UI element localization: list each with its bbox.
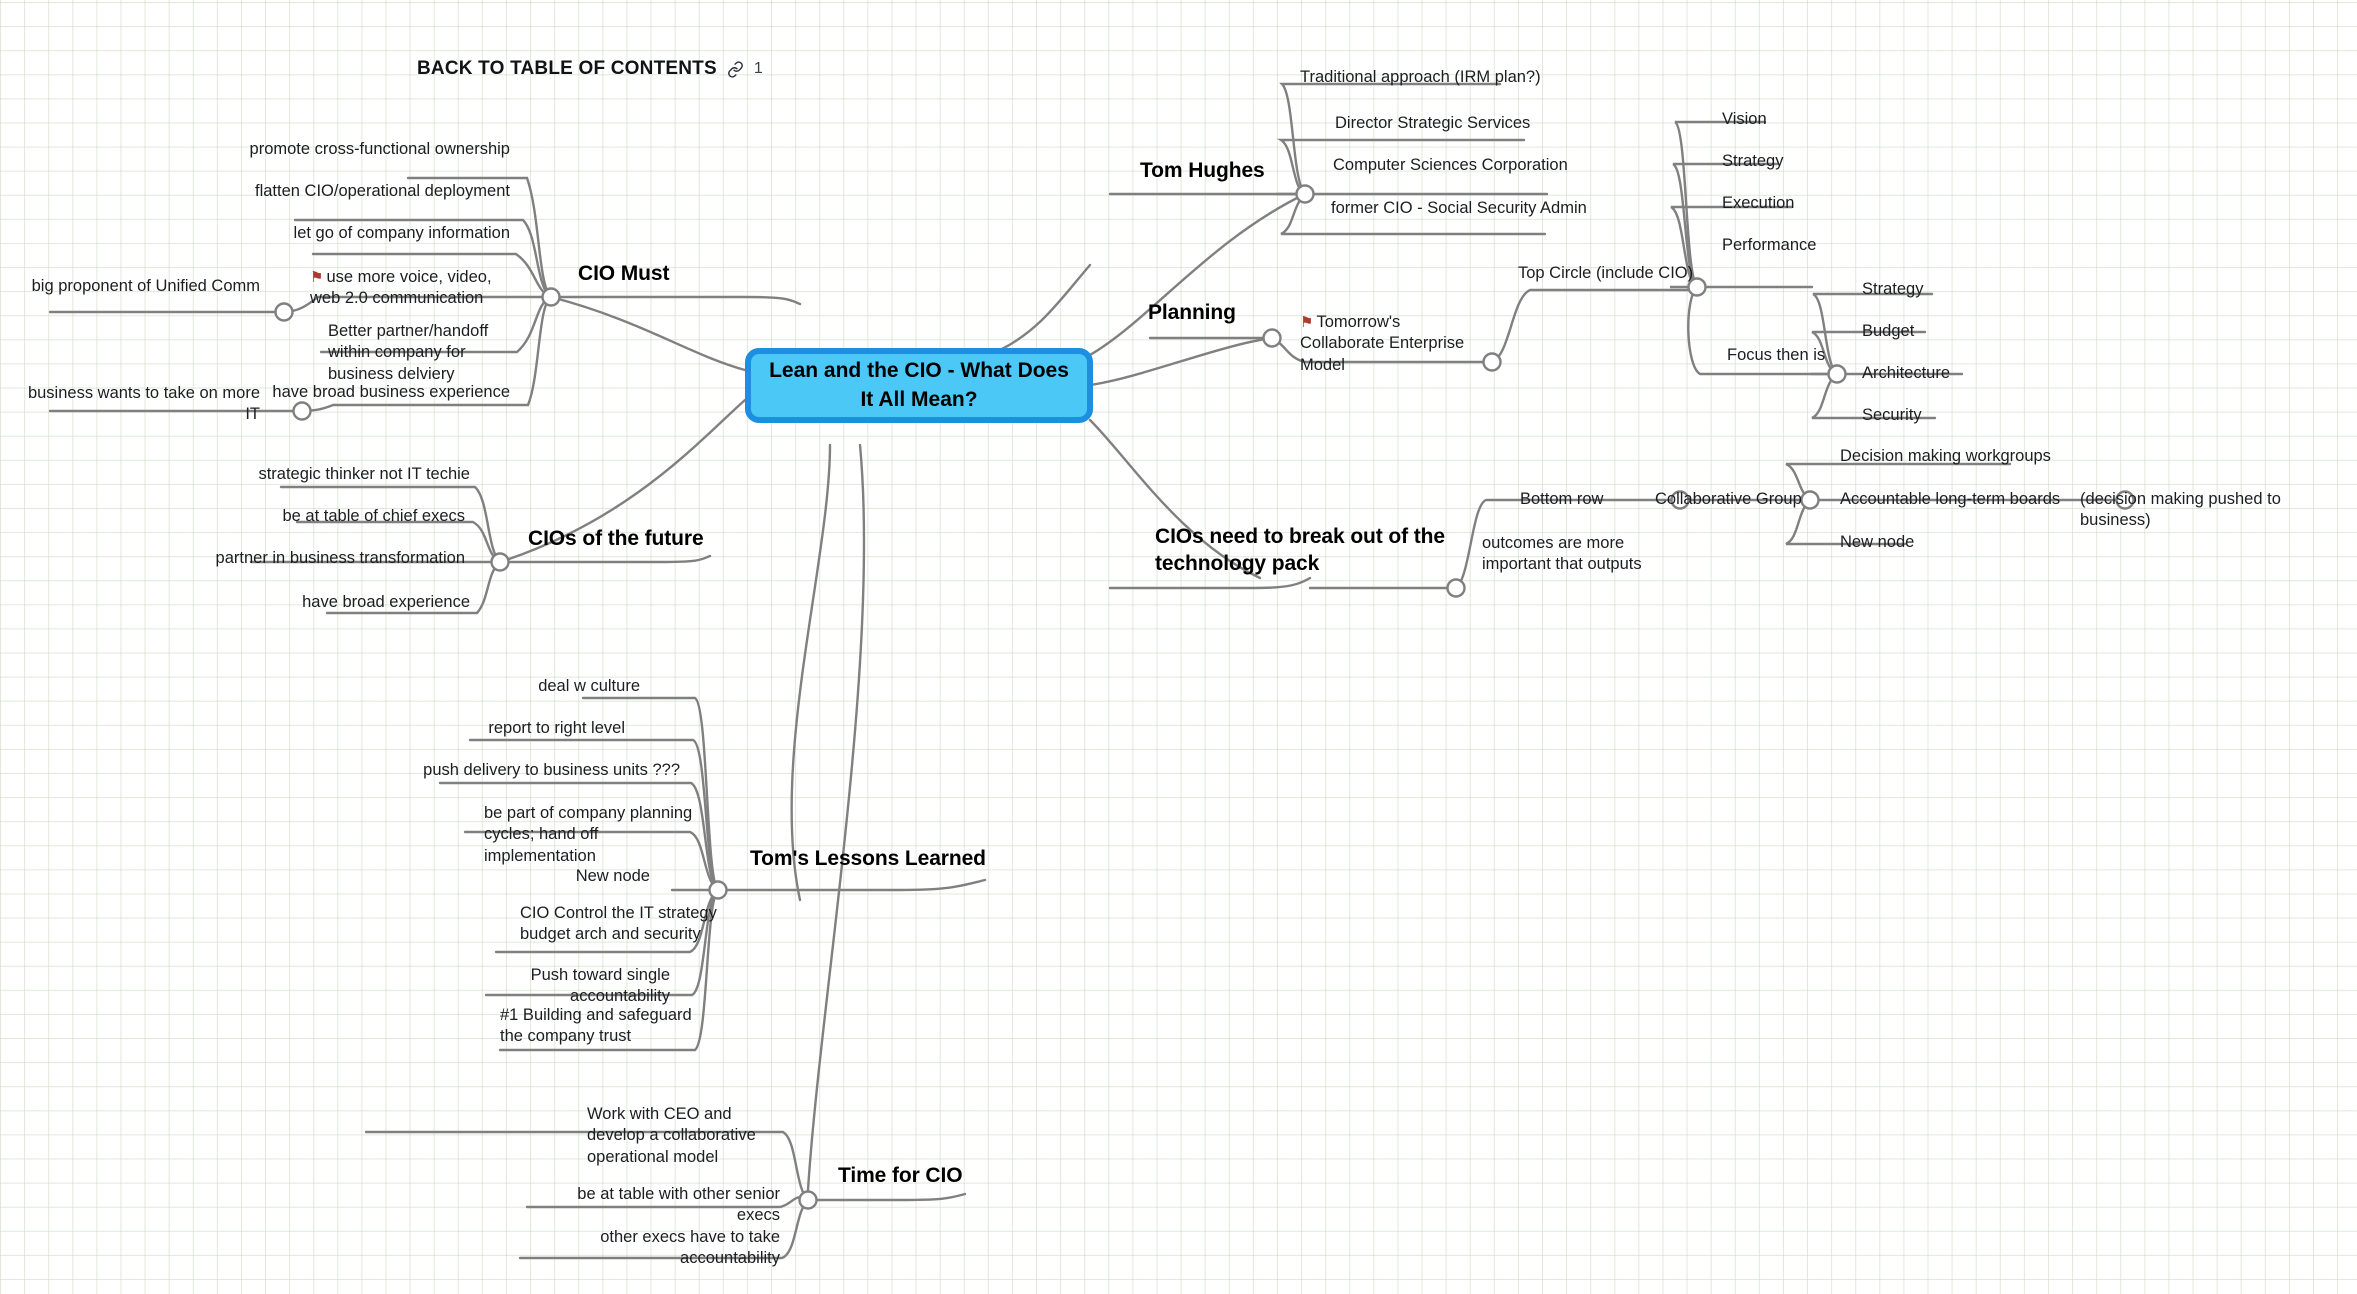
node-focus-architecture[interactable]: Architecture	[1862, 364, 1951, 382]
node-flatten-cio-operational-deployment[interactable]: flatten CIO/operational deployment	[255, 182, 510, 200]
node-deal-w-culture[interactable]: deal w culture	[538, 677, 640, 695]
junction-lessons	[708, 880, 728, 900]
junction-cios-future	[490, 552, 510, 572]
node-performance[interactable]: Performance	[1722, 236, 1817, 254]
node-work-with-ceo-collaborative-model[interactable]: Work with CEO and develop a collaborativ…	[587, 1105, 756, 1166]
node-collaborative-group[interactable]: Collaborative Group	[1655, 490, 1802, 508]
red-flag-icon: ⚑	[310, 269, 324, 286]
branch-time-for-cio[interactable]: Time for CIO	[838, 1164, 963, 1187]
node-strategic-thinker-not-it-techie[interactable]: strategic thinker not IT techie	[258, 465, 470, 483]
node-director-strategic-services[interactable]: Director Strategic Services	[1335, 114, 1531, 132]
node-new-node-lessons[interactable]: New node	[575, 867, 650, 885]
junction-time-for-cio	[798, 1190, 818, 1210]
branch-planning[interactable]: Planning	[1148, 301, 1236, 324]
junction-unified-comm	[274, 302, 294, 322]
link-icon[interactable]	[727, 60, 744, 78]
junction-breakout	[1446, 578, 1466, 598]
node-focus-budget[interactable]: Budget	[1862, 322, 1915, 340]
junction-more-it	[292, 401, 312, 421]
branch-tom-hughes[interactable]: Tom Hughes	[1140, 159, 1265, 182]
back-to-toc-count: 1	[753, 60, 763, 77]
node-building-safeguard-company-trust[interactable]: #1 Building and safeguard the company tr…	[500, 1006, 692, 1046]
node-top-circle-include-cio[interactable]: Top Circle (include CIO)	[1518, 264, 1694, 282]
node-report-to-right-level[interactable]: report to right level	[488, 719, 625, 737]
node-be-at-table-of-chief-execs[interactable]: be at table of chief execs	[282, 507, 465, 525]
node-focus-strategy[interactable]: Strategy	[1862, 280, 1924, 298]
node-have-broad-experience[interactable]: have broad experience	[302, 593, 470, 611]
node-former-cio-social-security[interactable]: former CIO - Social Security Admin	[1331, 199, 1587, 217]
node-decision-making-pushed-to-business[interactable]: (decision making pushed to business)	[2080, 490, 2281, 530]
node-focus-security[interactable]: Security	[1862, 406, 1922, 424]
node-decision-making-workgroups[interactable]: Decision making workgroups	[1840, 447, 2051, 465]
node-accountable-long-term-boards[interactable]: Accountable long-term boards	[1840, 490, 2061, 508]
node-strategy-top[interactable]: Strategy	[1722, 152, 1784, 170]
node-execution[interactable]: Execution	[1722, 194, 1795, 212]
node-be-part-of-company-planning-cycles[interactable]: be part of company planning cycles; hand…	[484, 804, 693, 865]
node-better-partner-handoff[interactable]: Better partner/handoff within company fo…	[328, 322, 489, 383]
node-label: use more voice, video, web 2.0 communica…	[310, 268, 492, 308]
branch-cios-break-out[interactable]: CIOs need to break out of the technology…	[1155, 525, 1445, 576]
node-tomorrows-collaborate-enterprise-model[interactable]: ⚑Tomorrow's Collaborate Enterprise Model	[1300, 312, 1485, 376]
node-use-more-voice-video-web20[interactable]: ⚑use more voice, video, web 2.0 communic…	[310, 267, 510, 310]
node-be-at-table-with-senior-execs[interactable]: be at table with other senior execs	[577, 1185, 780, 1225]
node-new-node-collab[interactable]: New node	[1840, 533, 1915, 551]
back-to-toc-label: BACK TO TABLE OF CONTENTS	[417, 58, 717, 79]
junction-tomorrow-model	[1482, 352, 1502, 372]
node-cio-control-it-strategy[interactable]: CIO Control the IT strategy budget arch …	[520, 904, 717, 944]
node-have-broad-business-experience[interactable]: have broad business experience	[272, 383, 510, 401]
node-promote-cross-functional-ownership[interactable]: promote cross-functional ownership	[249, 140, 510, 158]
branch-cios-of-the-future[interactable]: CIOs of the future	[528, 527, 704, 550]
node-push-toward-single-accountability[interactable]: Push toward single accountability	[530, 966, 670, 1006]
node-big-proponent-unified-comm[interactable]: big proponent of Unified Comm	[31, 277, 260, 295]
node-outcomes-more-important-than-outputs[interactable]: outcomes are more important that outputs	[1482, 534, 1642, 574]
red-flag-icon: ⚑	[1300, 314, 1314, 331]
node-traditional-approach-irm[interactable]: Traditional approach (IRM plan?)	[1300, 68, 1541, 86]
node-label: Tomorrow's Collaborate Enterprise Model	[1300, 313, 1465, 374]
node-business-wants-more-it[interactable]: business wants to take on more IT	[27, 384, 260, 424]
junction-cio-must	[541, 287, 561, 307]
node-bottom-row[interactable]: Bottom row	[1520, 490, 1604, 508]
junction-tom-hughes	[1295, 184, 1315, 204]
node-other-execs-take-accountability[interactable]: other execs have to take accountability	[600, 1228, 780, 1268]
root-node[interactable]: Lean and the CIO - What Does It All Mean…	[745, 348, 1093, 423]
node-let-go-of-company-information[interactable]: let go of company information	[293, 224, 510, 242]
branch-cio-must[interactable]: CIO Must	[578, 262, 670, 285]
node-focus-then-is[interactable]: Focus then is	[1727, 346, 1826, 364]
node-computer-sciences-corporation[interactable]: Computer Sciences Corporation	[1333, 156, 1568, 174]
node-push-delivery-to-business-units[interactable]: push delivery to business units ???	[423, 761, 680, 779]
branch-toms-lessons-learned[interactable]: Tom's Lessons Learned	[750, 847, 986, 870]
junction-planning	[1262, 328, 1282, 348]
node-partner-in-business-transformation[interactable]: partner in business transformation	[215, 549, 465, 567]
node-vision[interactable]: Vision	[1722, 110, 1767, 128]
junction-focus-then-is	[1827, 364, 1847, 384]
back-to-toc[interactable]: BACK TO TABLE OF CONTENTS 1	[417, 58, 763, 80]
